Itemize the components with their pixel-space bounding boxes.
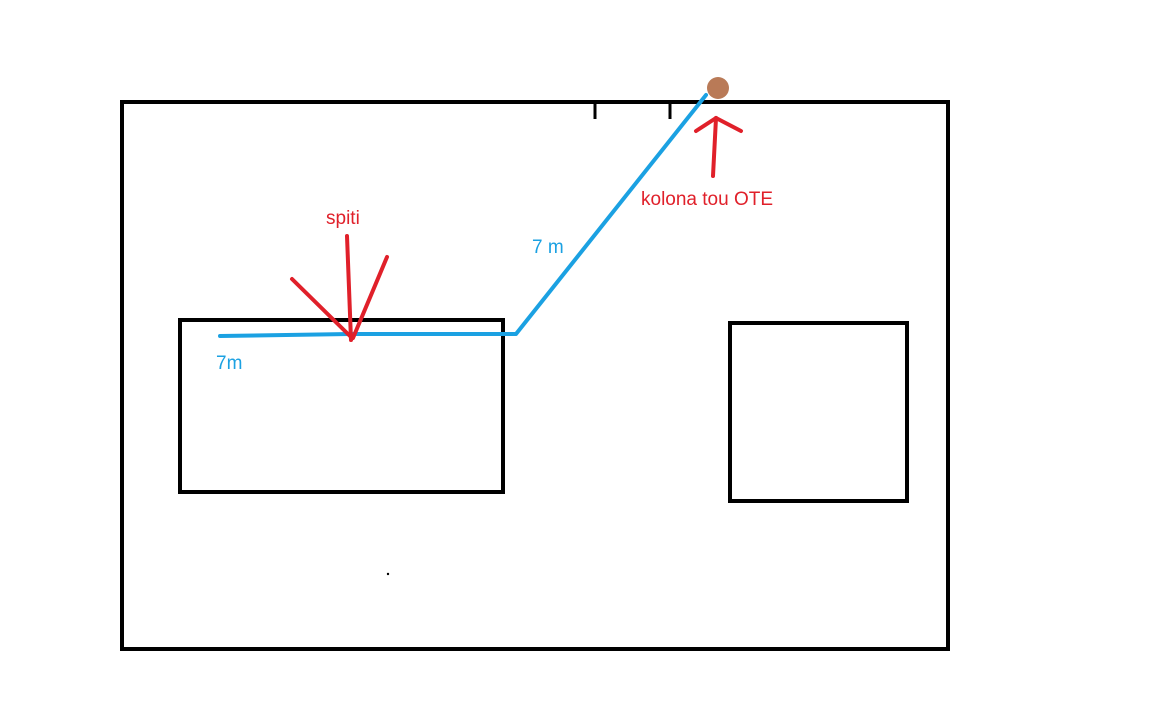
house-label: spiti	[326, 208, 360, 229]
cable-route	[218, 93, 708, 338]
second-building	[728, 321, 909, 503]
stray-dot	[386, 572, 390, 576]
inside-length-label: 7m	[216, 353, 242, 374]
diagonal-length-label: 7 m	[532, 237, 564, 258]
pole-dot-icon	[707, 77, 729, 99]
pole-label: kolona tou OTE	[641, 189, 773, 210]
plot-boundary	[120, 100, 950, 651]
pole-arrow-icon	[694, 116, 743, 178]
house-building	[178, 318, 505, 494]
house-arrows-icon	[290, 234, 389, 342]
